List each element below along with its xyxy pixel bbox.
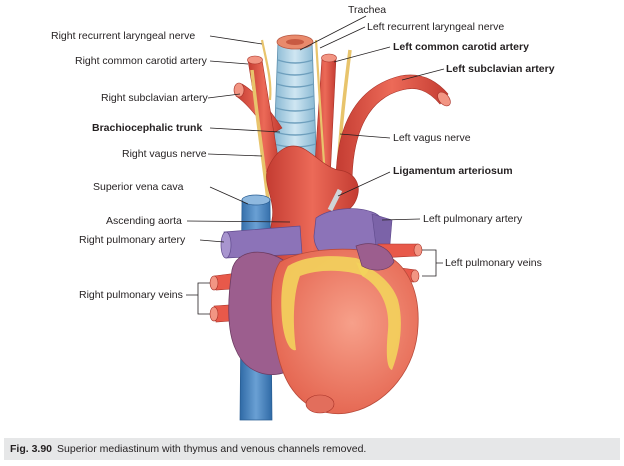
left-subclavian-artery-shape xyxy=(335,74,451,185)
leader-right-subclavian-artery xyxy=(207,93,241,99)
leader-left-vagus-nerve xyxy=(339,133,391,139)
leader-right-vagus-nerve xyxy=(207,153,263,157)
leader-right-common-carotid-artery xyxy=(209,60,249,65)
leader-left-recurrent-laryngeal-nerve xyxy=(319,26,366,49)
label-left-pulmonary-veins: Left pulmonary veins xyxy=(445,257,542,269)
label-left-subclavian-artery: Left subclavian artery xyxy=(446,63,555,75)
mediastinum-diagram: Trachea Left recurrent laryngeal nerve R… xyxy=(51,4,555,421)
leader-superior-vena-cava xyxy=(209,186,249,205)
label-right-pulmonary-artery: Right pulmonary artery xyxy=(79,234,186,246)
label-right-recurrent-laryngeal-nerve: Right recurrent laryngeal nerve xyxy=(51,30,195,42)
label-superior-vena-cava: Superior vena cava xyxy=(93,181,184,193)
figure-number: Fig. 3.90 xyxy=(10,443,53,455)
label-ligamentum-arteriosum: Ligamentum arteriosum xyxy=(393,165,513,177)
leader-brachiocephalic-trunk xyxy=(209,127,281,133)
leader-ligamentum-arteriosum xyxy=(337,171,391,197)
label-right-common-carotid-artery: Right common carotid artery xyxy=(75,55,208,67)
label-ascending-aorta: Ascending aorta xyxy=(106,215,182,227)
heart-shape xyxy=(228,243,419,415)
figure-caption: Fig. 3.90 Superior mediastinum with thymu… xyxy=(4,438,620,460)
leader-right-recurrent-laryngeal-nerve xyxy=(209,35,263,45)
leader-left-pulmonary-veins xyxy=(422,249,443,277)
right-pulmonary-artery-shape xyxy=(220,225,303,259)
leader-right-pulmonary-artery xyxy=(199,239,225,243)
right-vagus-nerve-shape xyxy=(250,69,270,201)
label-left-recurrent-laryngeal-nerve: Left recurrent laryngeal nerve xyxy=(367,21,504,33)
label-right-subclavian-artery: Right subclavian artery xyxy=(101,92,209,104)
right-recurrent-laryngeal-nerve-shape xyxy=(260,39,272,101)
label-right-pulmonary-veins: Right pulmonary veins xyxy=(79,289,183,301)
leader-trachea xyxy=(299,15,367,51)
ligamentum-arteriosum-shape xyxy=(327,188,343,212)
leader-left-pulmonary-artery xyxy=(381,218,421,221)
label-left-common-carotid-artery: Left common carotid artery xyxy=(393,41,529,53)
figure-caption-text: Superior mediastinum with thymus and ven… xyxy=(57,443,367,455)
label-trachea: Trachea xyxy=(348,4,386,16)
label-right-vagus-nerve: Right vagus nerve xyxy=(122,148,207,160)
leader-left-subclavian-artery xyxy=(401,68,445,81)
label-left-vagus-nerve: Left vagus nerve xyxy=(393,132,471,144)
leader-left-common-carotid-artery xyxy=(333,46,391,63)
leader-right-pulmonary-veins xyxy=(186,282,210,315)
label-left-pulmonary-artery: Left pulmonary artery xyxy=(423,213,523,225)
leader-ascending-aorta xyxy=(186,220,291,223)
label-brachiocephalic-trunk: Brachiocephalic trunk xyxy=(92,122,202,134)
